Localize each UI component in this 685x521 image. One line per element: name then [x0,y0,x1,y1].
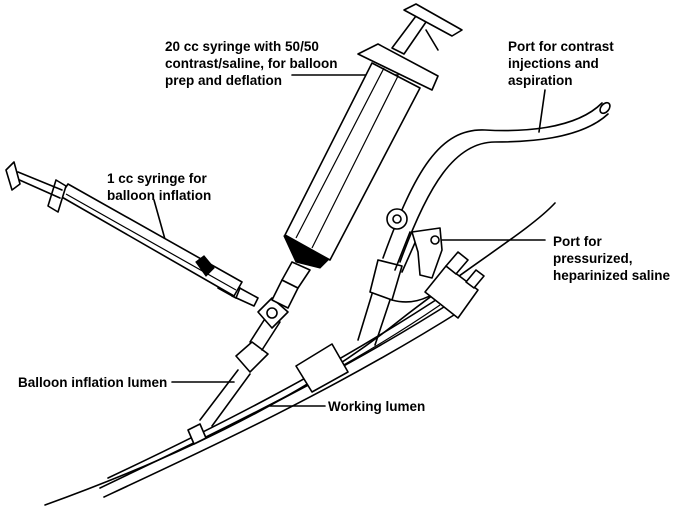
label-line: injections and [508,56,599,71]
side-arm-assembly [357,208,443,346]
label-balloon-lumen: Balloon inflation lumen [18,375,168,390]
label-saline-port: Port for pressurized, heparinized saline [553,233,670,284]
balloon-lumen-branch [199,297,289,427]
label-working-lumen: Working lumen [328,399,426,414]
syringe-20cc-thumb [403,3,463,37]
label-line: Port for contrast [508,39,614,54]
syringe-1cc [5,161,259,307]
syringe-1cc-thumb [5,161,21,191]
label-line: heparinized saline [553,268,671,283]
label-syringe-1cc: 1 cc syringe for balloon inflation [107,170,211,204]
label-contrast-port: Port for contrast injections and aspirat… [508,38,614,89]
leader-contrast-port [538,89,546,133]
label-line: pressurized, [553,251,633,266]
label-line: prep and deflation [165,73,283,88]
label-line: 1 cc syringe for [107,171,207,186]
label-line: aspiration [508,73,573,88]
contrast-tubing [382,101,611,263]
label-line: balloon inflation [107,188,212,203]
collar [295,343,349,393]
main-hub [424,265,479,319]
label-syringe-20cc: 20 cc syringe with 50/50 contrast/saline… [165,38,338,89]
label-line: contrast/saline, for balloon [165,56,338,71]
syringe-20cc-flange [357,43,439,91]
syringe-20cc [271,3,463,309]
label-line: 20 cc syringe with 50/50 [165,39,319,54]
label-line: Port for [553,234,602,249]
main-catheter [99,251,485,498]
saline-port-body [411,227,443,279]
balloon-lumen-connector [235,341,269,373]
syringe-20cc-barrel [284,62,421,261]
